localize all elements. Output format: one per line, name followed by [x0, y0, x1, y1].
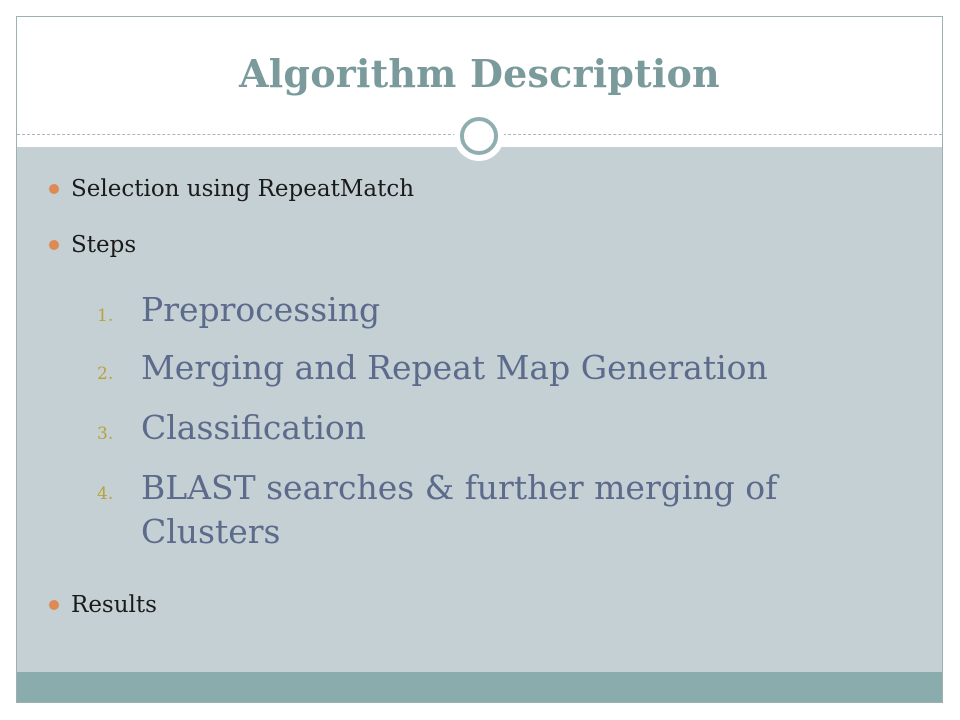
slide: Algorithm Description Selection using Re… — [16, 16, 943, 703]
bullet-text: Selection using RepeatMatch — [71, 176, 415, 202]
step-number: 3. — [97, 424, 114, 444]
bullet-list: Selection using RepeatMatch Steps — [49, 172, 909, 262]
bullet-dot-icon — [49, 240, 59, 250]
step-item: 4. BLAST searches & further merging of C… — [97, 466, 917, 562]
bullet-dot-icon — [49, 184, 59, 194]
ring-ornament-icon — [460, 117, 498, 155]
step-text: Preprocessing — [141, 290, 381, 329]
bullet-item-results: Results — [49, 588, 157, 622]
steps-list: 1. Preprocessing 2. Merging and Repeat M… — [97, 288, 917, 562]
content-band — [17, 147, 942, 672]
slide-title: Algorithm Description — [239, 51, 720, 96]
bullet-item: Selection using RepeatMatch — [49, 172, 909, 206]
step-text: Classification — [141, 408, 367, 447]
bullet-text: Results — [71, 592, 157, 618]
step-item: 1. Preprocessing — [97, 288, 917, 346]
bullet-item: Steps — [49, 228, 909, 262]
step-number: 1. — [97, 306, 114, 326]
step-item: 3. Classification — [97, 406, 917, 466]
step-text: Merging and Repeat Map Generation — [141, 348, 768, 387]
step-item: 2. Merging and Repeat Map Generation — [97, 346, 917, 406]
step-number: 2. — [97, 364, 114, 384]
step-text: BLAST searches & further merging of Clus… — [141, 468, 778, 551]
bullet-dot-icon — [49, 600, 59, 610]
bullet-text: Steps — [71, 232, 137, 258]
step-number: 4. — [97, 484, 114, 504]
footer-band — [17, 672, 942, 702]
